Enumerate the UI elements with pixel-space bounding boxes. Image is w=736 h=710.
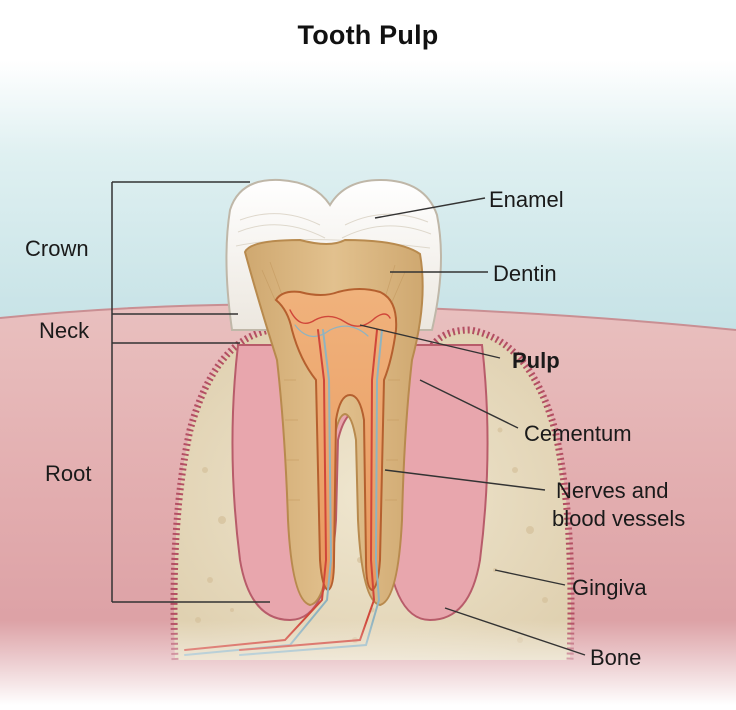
label-crown: Crown: [25, 236, 89, 261]
label-gingiva: Gingiva: [572, 575, 647, 600]
label-nerves-line2: blood vessels: [552, 506, 686, 531]
dentin-texture: [261, 261, 406, 501]
label-dentin: Dentin: [493, 261, 557, 286]
label-neck: Neck: [39, 318, 90, 343]
leader-lines: [359, 197, 586, 656]
pulp-leader: [359, 324, 501, 359]
region-brackets: [111, 181, 270, 603]
cementum-leader: [419, 379, 519, 429]
gingiva-leader: [494, 569, 566, 586]
nerves-leader: [384, 469, 546, 491]
label-enamel: Enamel: [489, 187, 564, 212]
label-cementum: Cementum: [524, 421, 632, 446]
label-root: Root: [45, 461, 92, 486]
label-bone: Bone: [590, 645, 642, 670]
diagram-title: Tooth Pulp: [297, 20, 439, 50]
label-pulp: Pulp: [512, 348, 560, 373]
enamel-leader: [374, 197, 486, 219]
label-nerves-line1: Nerves and: [556, 478, 669, 503]
pulp: [274, 288, 398, 592]
bottom-fade: [0, 620, 736, 705]
bone-leader: [444, 607, 586, 656]
